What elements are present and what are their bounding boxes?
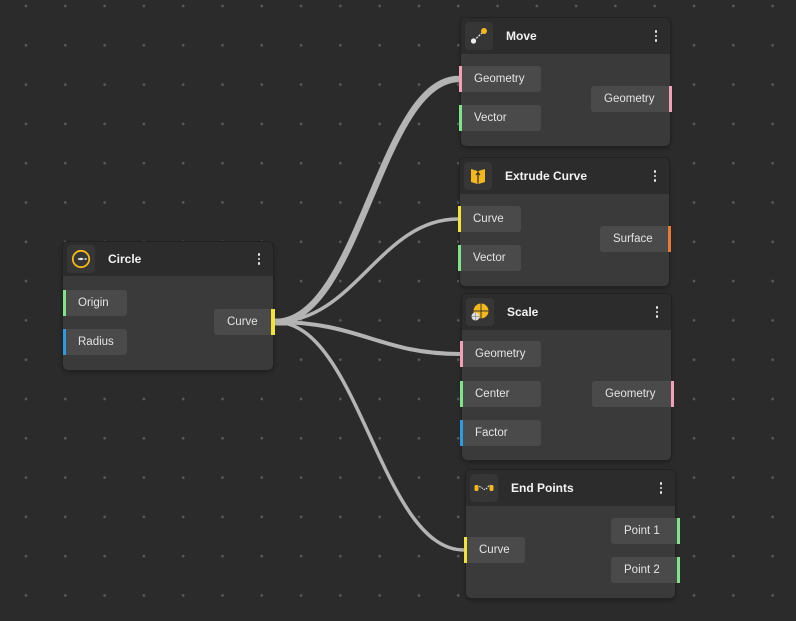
- more-menu-icon[interactable]: [655, 478, 667, 498]
- output-socket-geometry[interactable]: Geometry: [591, 86, 672, 112]
- input-socket-vector[interactable]: Vector: [459, 105, 541, 131]
- input-socket-radius[interactable]: Radius: [63, 329, 127, 355]
- node-scale[interactable]: Scale Geometry Center Factor Geometry: [460, 294, 674, 460]
- socket-label: Curve: [227, 316, 258, 328]
- node-circle[interactable]: Circle Origin Radius Curve: [63, 242, 275, 370]
- socket-label: Vector: [474, 112, 507, 124]
- node-header[interactable]: Move: [461, 18, 670, 54]
- socket-label: Center: [475, 388, 510, 400]
- wire-circle-to-move[interactable]: [271, 75, 463, 326]
- output-socket-point-2[interactable]: Point 2: [611, 557, 680, 583]
- input-socket-curve[interactable]: Curve: [458, 206, 521, 232]
- end-points-icon: [470, 474, 498, 502]
- input-socket-geometry[interactable]: Geometry: [460, 341, 541, 367]
- node-title: Extrude Curve: [505, 169, 588, 183]
- node-title: Scale: [507, 305, 539, 319]
- node-extrude-curve[interactable]: Extrude Curve Curve Vector Surface: [458, 158, 671, 286]
- node-header[interactable]: Scale: [462, 294, 671, 330]
- socket-label: Origin: [78, 297, 109, 309]
- output-socket-curve[interactable]: Curve: [214, 309, 275, 335]
- move-icon: [465, 22, 493, 50]
- socket-label: Geometry: [475, 348, 526, 360]
- output-socket-surface[interactable]: Surface: [600, 226, 671, 252]
- socket-label: Geometry: [604, 93, 655, 105]
- output-socket-point-1[interactable]: Point 1: [611, 518, 680, 544]
- input-socket-curve[interactable]: Curve: [464, 537, 525, 563]
- node-title: Circle: [108, 252, 142, 266]
- socket-label: Geometry: [605, 388, 656, 400]
- node-move[interactable]: Move Geometry Vector Geometry: [459, 18, 672, 146]
- input-socket-geometry[interactable]: Geometry: [459, 66, 541, 92]
- socket-label: Factor: [475, 427, 508, 439]
- node-title: Move: [506, 29, 537, 43]
- more-menu-icon[interactable]: [253, 249, 265, 269]
- extrude-icon: [464, 162, 492, 190]
- input-socket-factor[interactable]: Factor: [460, 420, 541, 446]
- node-end-points[interactable]: End Points Curve Point 1 Point 2: [464, 470, 680, 598]
- socket-label: Curve: [473, 213, 504, 225]
- more-menu-icon[interactable]: [650, 26, 662, 46]
- input-socket-center[interactable]: Center: [460, 381, 541, 407]
- node-header[interactable]: Extrude Curve: [460, 158, 669, 194]
- node-title: End Points: [511, 481, 574, 495]
- socket-label: Surface: [613, 233, 653, 245]
- more-menu-icon[interactable]: [649, 166, 661, 186]
- node-header[interactable]: Circle: [63, 242, 273, 276]
- input-socket-origin[interactable]: Origin: [63, 290, 127, 316]
- wire-circle-to-scale[interactable]: [273, 320, 462, 356]
- scale-icon: [466, 298, 494, 326]
- wire-circle-to-extrude[interactable]: [273, 217, 460, 324]
- output-socket-geometry[interactable]: Geometry: [592, 381, 674, 407]
- socket-label: Point 1: [624, 525, 660, 537]
- input-socket-vector[interactable]: Vector: [458, 245, 521, 271]
- node-header[interactable]: End Points: [466, 470, 675, 506]
- wire-circle-to-endpoints[interactable]: [273, 320, 466, 552]
- socket-label: Curve: [479, 544, 510, 556]
- socket-label: Geometry: [474, 73, 525, 85]
- socket-label: Point 2: [624, 564, 660, 576]
- socket-label: Radius: [78, 336, 114, 348]
- more-menu-icon[interactable]: [651, 302, 663, 322]
- socket-label: Vector: [473, 252, 506, 264]
- circle-icon: [67, 245, 95, 273]
